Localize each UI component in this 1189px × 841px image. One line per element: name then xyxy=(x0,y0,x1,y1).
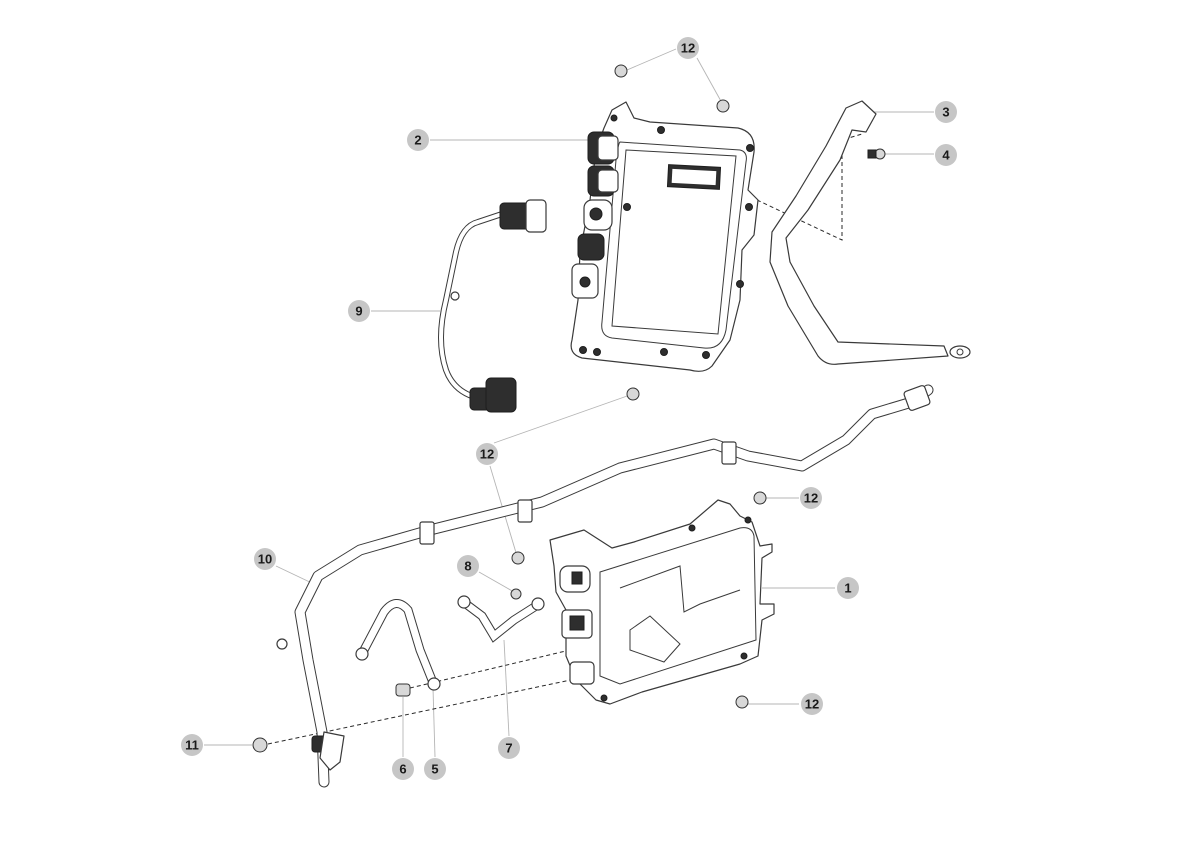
short-cable-7 xyxy=(457,595,545,643)
callout-8: 8 xyxy=(457,555,479,577)
leader-lines xyxy=(204,48,934,758)
controller-module-lower xyxy=(549,499,775,705)
svg-text:7: 7 xyxy=(505,741,512,756)
long-cable xyxy=(276,384,934,788)
callout-5: 5 xyxy=(424,758,446,780)
svg-text:8: 8 xyxy=(464,559,471,574)
callout-3: 3 xyxy=(935,101,957,123)
callout-12-right: 12 xyxy=(800,487,822,509)
svg-text:4: 4 xyxy=(942,148,950,163)
svg-text:5: 5 xyxy=(431,762,438,777)
callout-12-middle: 12 xyxy=(476,443,498,465)
cover-bolts xyxy=(579,114,754,359)
controller-module-upper xyxy=(570,101,759,372)
callout-12-bottom: 12 xyxy=(801,693,823,715)
callout-6: 6 xyxy=(392,758,414,780)
assembly-lines xyxy=(267,133,863,745)
svg-text:12: 12 xyxy=(480,447,494,462)
svg-text:1: 1 xyxy=(844,581,851,596)
callout-7: 7 xyxy=(498,737,520,759)
callout-10: 10 xyxy=(254,548,276,570)
ground-strap xyxy=(769,100,971,365)
wiring-harness xyxy=(438,199,547,413)
short-cable-5 xyxy=(355,599,441,691)
nuts xyxy=(252,64,767,753)
svg-text:12: 12 xyxy=(804,491,818,506)
callout-11: 11 xyxy=(181,734,203,756)
callout-12-top: 12 xyxy=(677,37,699,59)
svg-text:3: 3 xyxy=(942,105,949,120)
callout-4: 4 xyxy=(935,144,957,166)
svg-text:12: 12 xyxy=(805,697,819,712)
connector-stack xyxy=(571,131,619,299)
svg-text:12: 12 xyxy=(681,41,695,56)
svg-text:2: 2 xyxy=(414,133,421,148)
callout-9: 9 xyxy=(348,300,370,322)
svg-text:11: 11 xyxy=(185,738,199,753)
svg-text:6: 6 xyxy=(399,762,406,777)
svg-text:9: 9 xyxy=(355,304,362,319)
bolt-4 xyxy=(867,148,886,160)
svg-text:10: 10 xyxy=(258,552,272,567)
callout-2: 2 xyxy=(407,129,429,151)
callout-1: 1 xyxy=(837,577,859,599)
